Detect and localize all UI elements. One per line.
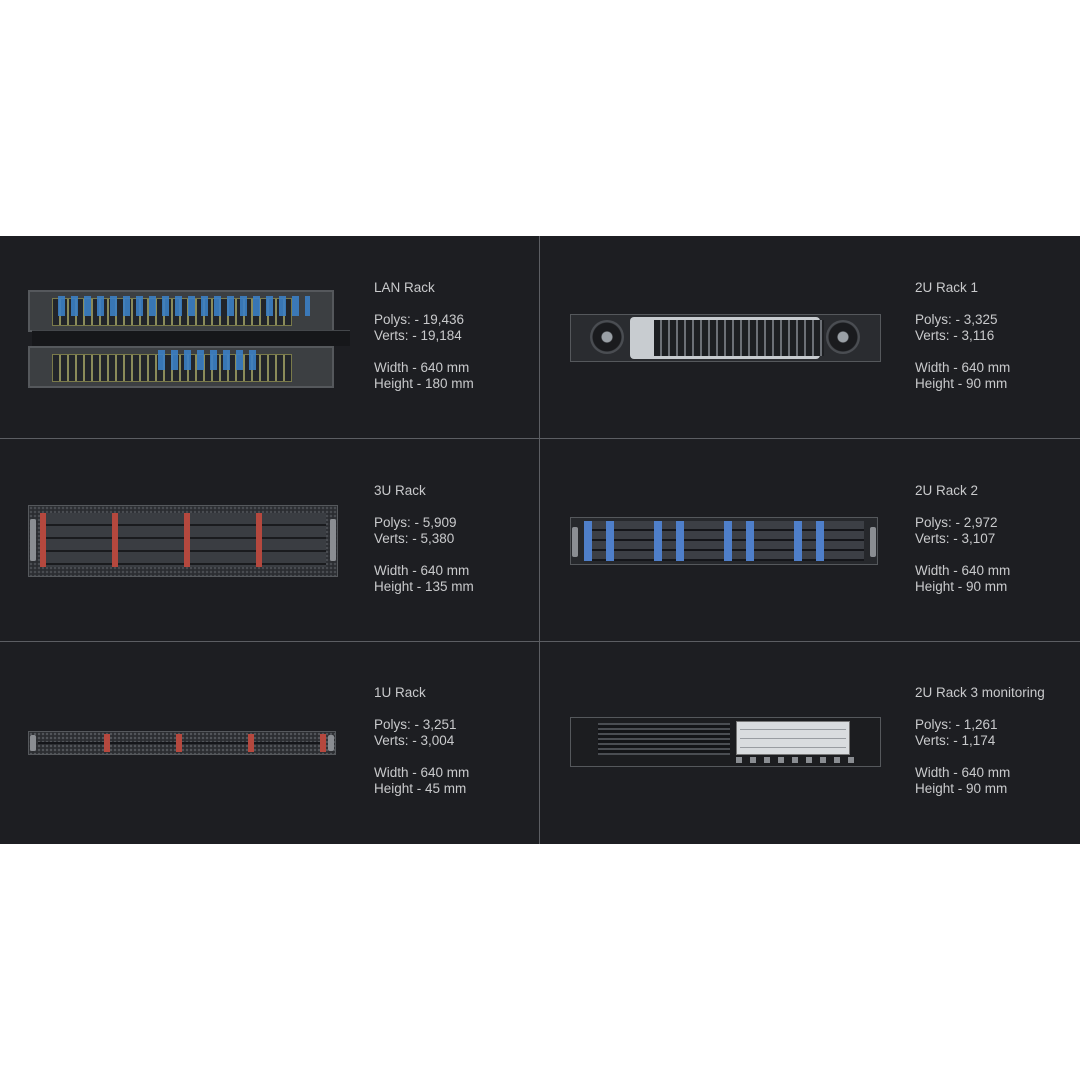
lan-rack-image	[28, 286, 350, 390]
3u-rack-image	[28, 505, 338, 577]
polys-value: Polys: - 3,325	[915, 312, 998, 327]
2u-rack-3-card: 2U Rack 3 monitoring Polys: - 1,261 Vert…	[540, 642, 1080, 844]
2u-rack-1-image	[570, 314, 881, 362]
3u-rack-card: 3U Rack Polys: - 5,909 Verts: - 5,380 Wi…	[0, 439, 540, 641]
2u-rack-2-image	[570, 517, 878, 565]
item-title: 3U Rack	[374, 483, 426, 498]
item-title: 1U Rack	[374, 685, 426, 700]
polys-value: Polys: - 2,972	[915, 515, 998, 530]
width-value: Width - 640 mm	[374, 765, 470, 780]
height-value: Height - 90 mm	[915, 781, 1008, 796]
3u-rack-specs: 3U Rack Polys: - 5,909 Verts: - 5,380 Wi…	[374, 483, 474, 595]
width-value: Width - 640 mm	[915, 765, 1011, 780]
1u-rack-specs: 1U Rack Polys: - 3,251 Verts: - 3,004 Wi…	[374, 685, 469, 797]
2u-rack-3-image	[570, 717, 881, 767]
showcase-panel: LAN Rack Polys: - 19,436 Verts: - 19,184…	[0, 236, 1080, 844]
2u-rack-1-specs: 2U Rack 1 Polys: - 3,325 Verts: - 3,116 …	[915, 280, 1010, 392]
verts-value: Verts: - 1,174	[915, 733, 996, 748]
2u-rack-2-card: 2U Rack 2 Polys: - 2,972 Verts: - 3,107 …	[540, 439, 1080, 641]
polys-value: Polys: - 5,909	[374, 515, 457, 530]
polys-value: Polys: - 1,261	[915, 717, 998, 732]
height-value: Height - 135 mm	[374, 579, 474, 594]
1u-rack-image	[28, 731, 336, 755]
row-divider	[0, 641, 1080, 642]
1u-rack-card: 1U Rack Polys: - 3,251 Verts: - 3,004 Wi…	[0, 642, 540, 844]
verts-value: Verts: - 19,184	[374, 328, 462, 343]
2u-rack-2-specs: 2U Rack 2 Polys: - 2,972 Verts: - 3,107 …	[915, 483, 1010, 595]
item-title: 2U Rack 2	[915, 483, 979, 498]
width-value: Width - 640 mm	[374, 360, 470, 375]
lan-rack-specs: LAN Rack Polys: - 19,436 Verts: - 19,184…	[374, 280, 474, 392]
2u-rack-3-specs: 2U Rack 3 monitoring Polys: - 1,261 Vert…	[915, 685, 1045, 797]
column-divider	[539, 236, 540, 844]
height-value: Height - 180 mm	[374, 376, 474, 391]
row-divider	[0, 438, 1080, 439]
polys-value: Polys: - 3,251	[374, 717, 457, 732]
item-title: 2U Rack 1	[915, 280, 979, 295]
2u-rack-1-card: 2U Rack 1 Polys: - 3,325 Verts: - 3,116 …	[540, 236, 1080, 438]
item-title: LAN Rack	[374, 280, 435, 295]
height-value: Height - 45 mm	[374, 781, 467, 796]
verts-value: Verts: - 5,380	[374, 531, 455, 546]
width-value: Width - 640 mm	[915, 360, 1011, 375]
verts-value: Verts: - 3,004	[374, 733, 455, 748]
height-value: Height - 90 mm	[915, 376, 1008, 391]
polys-value: Polys: - 19,436	[374, 312, 465, 327]
width-value: Width - 640 mm	[915, 563, 1011, 578]
lan-rack-card: LAN Rack Polys: - 19,436 Verts: - 19,184…	[0, 236, 540, 438]
item-title: 2U Rack 3 monitoring	[915, 685, 1045, 700]
height-value: Height - 90 mm	[915, 579, 1008, 594]
verts-value: Verts: - 3,116	[915, 328, 995, 343]
width-value: Width - 640 mm	[374, 563, 470, 578]
verts-value: Verts: - 3,107	[915, 531, 996, 546]
